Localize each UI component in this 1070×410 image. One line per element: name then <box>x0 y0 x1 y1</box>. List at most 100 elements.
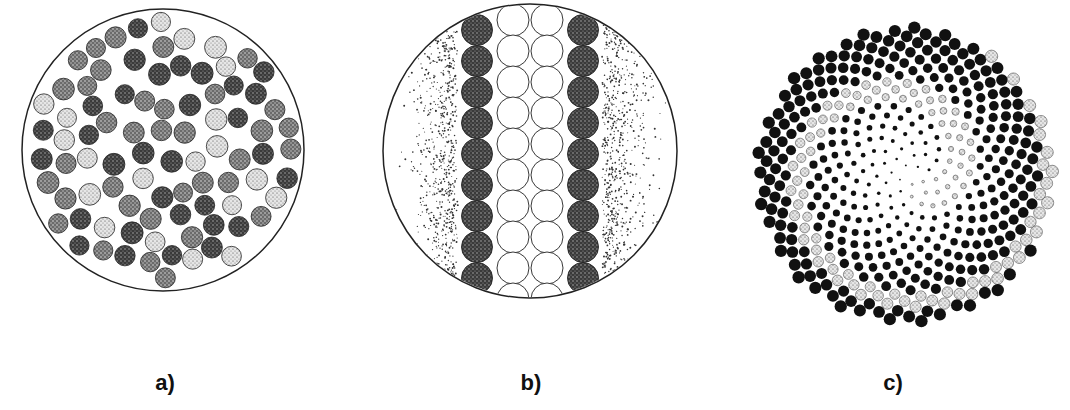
stipple-dot <box>608 206 610 208</box>
stipple-dot <box>450 152 452 154</box>
stipple-dot <box>614 263 616 265</box>
stipple-dot <box>626 222 627 223</box>
stipple-dot <box>623 285 624 286</box>
stipple-dot <box>429 191 430 192</box>
stipple-dot <box>623 283 624 284</box>
stipple-dot <box>608 100 610 102</box>
cell <box>153 37 174 58</box>
stipple-dot <box>602 204 603 205</box>
stipple-dot <box>397 279 398 280</box>
stipple-dot <box>443 45 445 47</box>
stipple-dot <box>447 166 448 167</box>
stipple-dot <box>610 158 611 159</box>
stipple-dot <box>640 177 641 178</box>
stipple-dot <box>439 201 441 203</box>
stipple-dot <box>604 31 605 32</box>
stipple-dot <box>436 257 437 258</box>
stipple-dot <box>607 193 608 194</box>
stipple-dot <box>430 163 431 164</box>
stipple-dot <box>639 202 640 203</box>
stipple-dot <box>604 148 605 149</box>
stipple-dot <box>620 134 622 136</box>
stipple-dot <box>445 285 446 286</box>
stipple-dot <box>631 103 633 105</box>
seed-dot <box>940 107 947 114</box>
stipple-dot <box>614 66 616 68</box>
stipple-dot <box>635 184 636 185</box>
stipple-dot <box>620 42 622 44</box>
stipple-dot <box>442 228 444 230</box>
stipple-dot <box>441 156 442 157</box>
stipple-dot <box>622 132 623 133</box>
seed-dot <box>845 151 851 157</box>
stipple-dot <box>428 56 430 58</box>
stipple-dot <box>426 194 428 196</box>
stipple-dot <box>442 245 443 246</box>
stipple-dot <box>454 234 455 235</box>
stipple-dot <box>450 271 451 272</box>
stipple-dot <box>603 234 605 236</box>
seed-dot <box>1005 169 1014 178</box>
stipple-dot <box>628 288 630 290</box>
stipple-dot <box>615 98 616 99</box>
stipple-dot <box>623 122 625 124</box>
seed-dot <box>961 240 969 248</box>
stipple-dot <box>631 9 632 10</box>
stipple-dot <box>616 55 618 57</box>
stipple-dot <box>421 204 422 205</box>
stipple-dot <box>429 112 431 114</box>
seed-dot <box>877 191 881 195</box>
stipple-dot <box>621 33 623 35</box>
stipple-dot <box>637 35 638 36</box>
stipple-dot <box>605 272 606 273</box>
stipple-dot <box>605 196 607 198</box>
stipple-dot <box>610 20 611 21</box>
stipple-dot <box>413 166 414 167</box>
stipple-dot <box>442 26 443 27</box>
cell <box>216 57 235 76</box>
seed-dot <box>862 81 871 90</box>
stipple-dot <box>611 227 613 229</box>
stipple-dot <box>453 186 455 188</box>
cell <box>155 268 175 288</box>
seed-dot <box>951 96 959 104</box>
seed-dot <box>895 258 903 266</box>
stipple-dot <box>414 52 416 54</box>
stipple-dot <box>611 147 612 148</box>
stipple-dot <box>607 121 609 123</box>
cell <box>497 97 529 129</box>
seed-dot <box>922 180 925 183</box>
stipple-dot <box>456 89 458 91</box>
stipple-dot <box>435 187 436 188</box>
seed-dot <box>815 173 823 181</box>
stipple-dot <box>454 193 455 194</box>
seed-dot <box>800 168 809 177</box>
stipple-dot <box>607 112 608 113</box>
stipple-dot <box>608 108 609 109</box>
stipple-dot <box>623 244 625 246</box>
cell <box>94 241 113 260</box>
stipple-dot <box>439 190 441 192</box>
cell <box>31 149 52 170</box>
seed-dot <box>830 193 837 200</box>
stipple-dot <box>450 221 452 223</box>
stipple-dot <box>611 39 612 40</box>
seed-dot <box>851 77 860 86</box>
seed-dot <box>879 213 884 218</box>
stipple-dot <box>617 204 618 205</box>
stipple-dot <box>444 8 445 9</box>
stipple-dot <box>612 32 613 33</box>
stipple-dot <box>413 101 415 103</box>
seed-dot <box>915 101 922 108</box>
stipple-dot <box>618 84 620 86</box>
stipple-dot <box>610 114 612 116</box>
stipple-dot <box>446 66 447 67</box>
cell <box>568 77 599 108</box>
stipple-dot <box>456 53 457 54</box>
stipple-dot <box>445 107 446 108</box>
stipple-dot <box>412 170 414 172</box>
stipple-dot <box>443 27 445 29</box>
stipple-dot <box>443 116 444 117</box>
stipple-dot <box>624 125 625 126</box>
seed-dot <box>977 105 986 114</box>
